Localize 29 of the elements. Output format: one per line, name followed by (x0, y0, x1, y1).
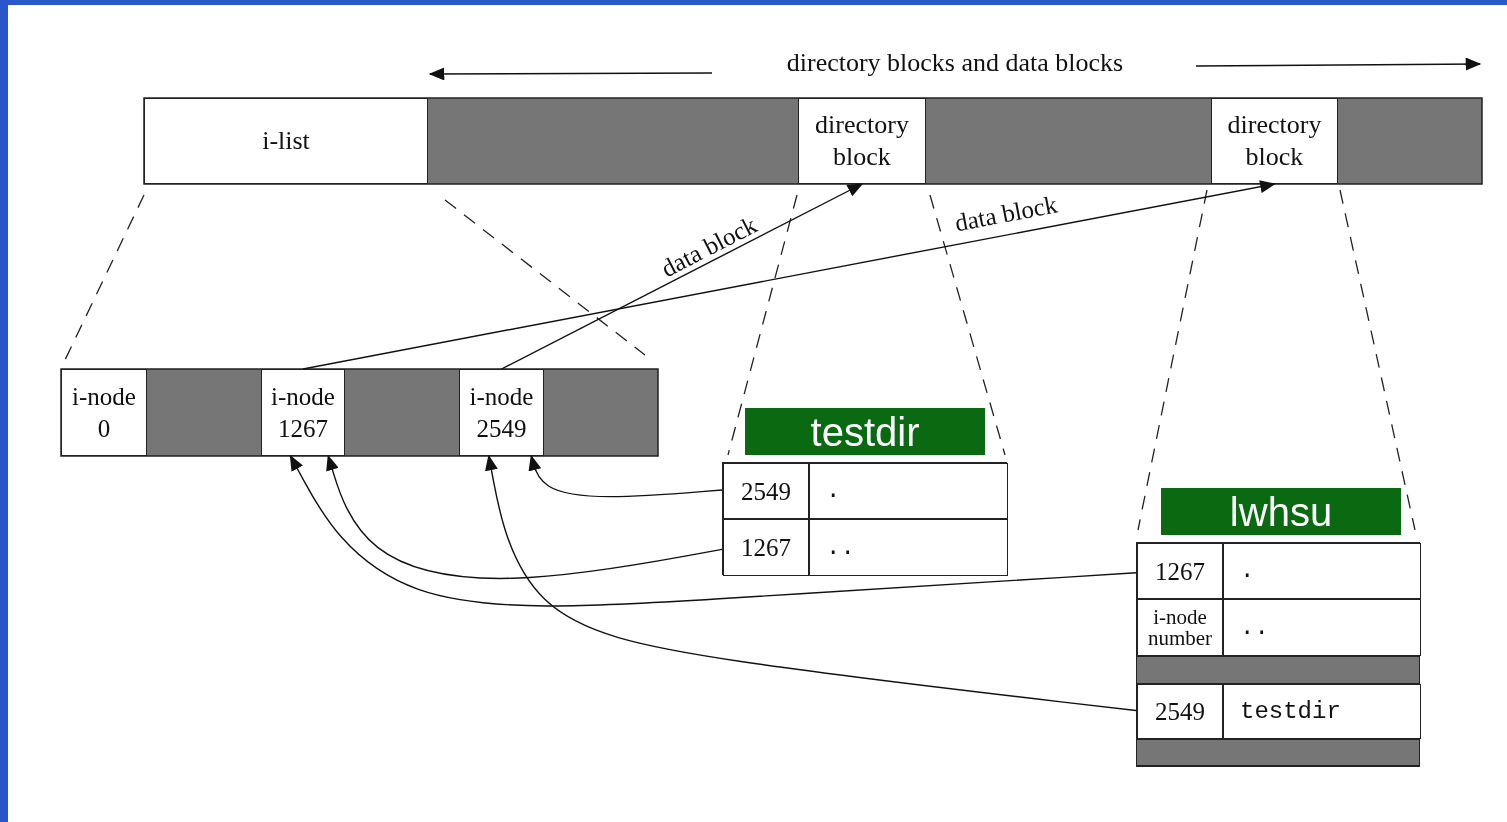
arrow (326, 454, 723, 580)
edge-label: data block (951, 189, 1061, 239)
i-list-segment: i-list (144, 98, 428, 184)
table-cell: 2549 (723, 463, 809, 519)
table-cell: .. (1223, 599, 1421, 656)
i-node-cell: i-node 0 (61, 369, 147, 456)
arrow (289, 454, 1137, 607)
edge-label: data block (655, 210, 762, 285)
table-cell: 1267 (723, 519, 809, 576)
directory-block: directory block (1211, 98, 1338, 184)
i-node-cell: i-node 1267 (261, 369, 345, 456)
arrow (500, 183, 864, 370)
table-cell: .. (809, 519, 1008, 576)
directory-name-banner: lwhsu (1161, 488, 1401, 535)
table-cell: . (809, 463, 1008, 519)
directory-table (722, 462, 1007, 575)
arrow (528, 454, 723, 498)
table-cell: . (1223, 543, 1421, 599)
directory-block: directory block (798, 98, 926, 184)
dimension-label: directory blocks and data blocks (785, 48, 1125, 78)
table-cell: 1267 (1137, 543, 1223, 599)
table-cell: i-node number (1137, 599, 1223, 656)
arrow (485, 454, 1137, 712)
arrow (302, 180, 1276, 370)
table-cell: 2549 (1137, 684, 1223, 739)
directory-table (1136, 542, 1420, 767)
table-cell: testdir (1223, 684, 1421, 739)
directory-name-banner: testdir (745, 408, 985, 455)
i-node-cell: i-node 2549 (459, 369, 544, 456)
